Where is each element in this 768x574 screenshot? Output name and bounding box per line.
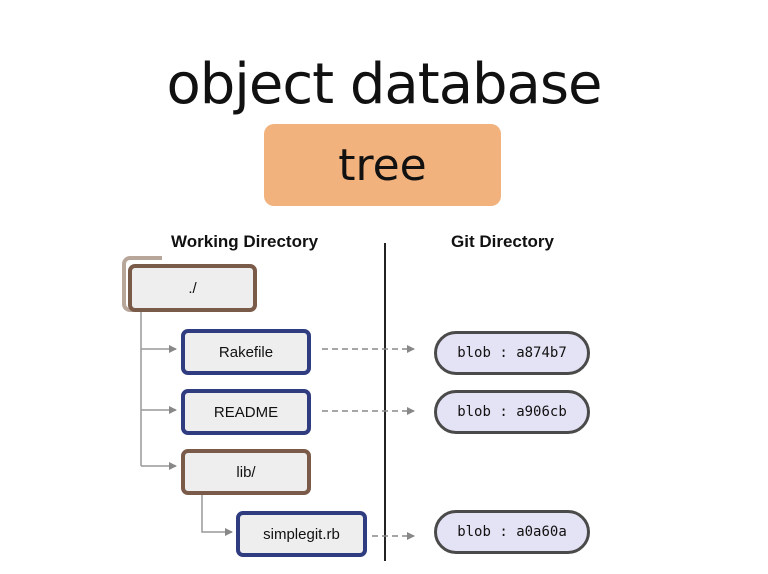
node-root-label: ./ xyxy=(188,279,197,297)
blob-readme[interactable]: blob : a906cb xyxy=(434,390,590,434)
node-readme-label: README xyxy=(213,403,279,421)
node-root-dir[interactable]: ./ xyxy=(128,264,257,312)
lib-trunk-line xyxy=(201,494,233,536)
node-lib-label: lib/ xyxy=(236,463,256,481)
node-readme[interactable]: README xyxy=(181,389,311,435)
blob-readme-label: blob : a906cb xyxy=(457,404,567,420)
tree-badge: tree xyxy=(264,124,501,206)
blob-simplegit-label: blob : a0a60a xyxy=(457,524,567,540)
git-directory-header: Git Directory xyxy=(451,232,554,251)
column-divider xyxy=(384,243,386,561)
blob-rakefile[interactable]: blob : a874b7 xyxy=(434,331,590,375)
node-rakefile[interactable]: Rakefile xyxy=(181,329,311,375)
working-directory-header: Working Directory xyxy=(171,232,319,251)
blob-simplegit[interactable]: blob : a0a60a xyxy=(434,510,590,554)
blob-rakefile-label: blob : a874b7 xyxy=(457,345,567,361)
node-lib-dir[interactable]: lib/ xyxy=(181,449,311,495)
slide-title: object database xyxy=(166,52,603,117)
node-simplegit-label: simplegit.rb xyxy=(263,525,340,543)
node-simplegit[interactable]: simplegit.rb xyxy=(236,511,367,557)
node-rakefile-label: Rakefile xyxy=(218,343,274,361)
